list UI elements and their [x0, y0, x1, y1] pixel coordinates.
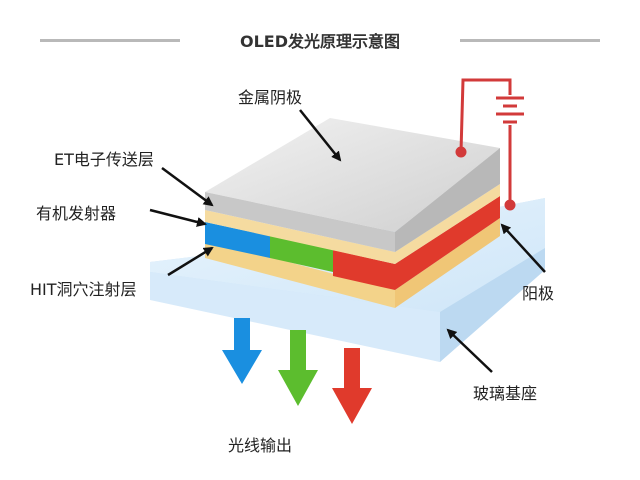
et-pointer: [161, 166, 214, 207]
cathode-pointer: [299, 109, 342, 162]
blue-emitter-segment: [205, 222, 270, 258]
hit-layer: [205, 218, 500, 308]
red-emitter-segment: [333, 250, 395, 290]
hit-pointer: [167, 246, 214, 277]
label-anode: 阳极: [522, 284, 555, 303]
emitter-pointer: [149, 208, 207, 227]
label-metal-cathode: 金属阴极: [238, 88, 303, 107]
label-hit-layer: HIT洞穴注射层: [30, 280, 137, 299]
label-et-layer: ET电子传送层: [54, 150, 154, 169]
green-light-arrow: [278, 330, 318, 406]
power-circuit: [455, 78, 524, 211]
organic-emitter-layer: [205, 196, 500, 290]
green-emitter-segment: [270, 236, 333, 272]
blue-light-arrow: [222, 318, 262, 384]
title-rule-right: [460, 39, 600, 42]
metal-cathode: [205, 118, 500, 252]
label-light-output: 光线输出: [228, 436, 293, 455]
pointer-arrows: [149, 109, 546, 373]
red-emitter-side: [395, 196, 500, 290]
title-rule-left: [40, 39, 180, 42]
et-layer: [205, 184, 500, 264]
glass-pointer: [446, 328, 493, 373]
light-output-arrows: [222, 318, 372, 424]
label-glass-substrate: 玻璃基座: [473, 384, 538, 403]
label-organic-emitter: 有机发射器: [36, 204, 117, 223]
anode-pointer: [500, 223, 546, 273]
red-light-arrow: [332, 348, 372, 424]
diagram-title: OLED发光原理示意图: [239, 32, 400, 51]
